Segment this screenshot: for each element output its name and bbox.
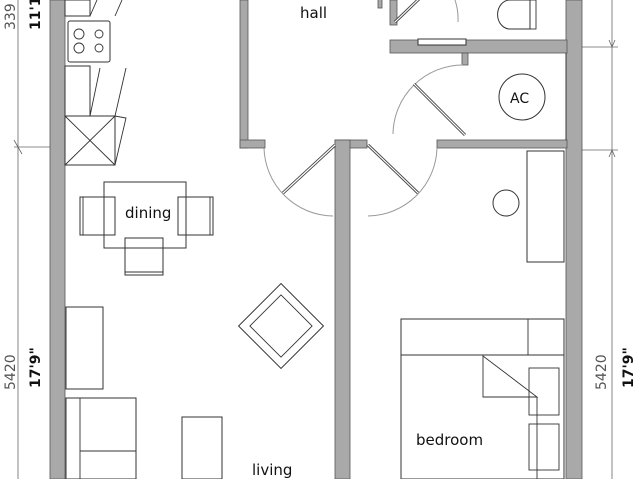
right-bottom-mm: 5420 xyxy=(594,354,610,390)
door-living xyxy=(263,143,337,217)
dining-set: dining xyxy=(79,181,214,276)
room-label-hall: hall xyxy=(300,4,327,22)
walls xyxy=(49,0,583,479)
ac-unit: AC xyxy=(498,53,567,140)
room-label-dining: dining xyxy=(125,204,171,222)
kitchen-counter xyxy=(64,0,127,166)
door-closet xyxy=(392,64,467,137)
right-dimension: 5420 17'9" xyxy=(575,0,637,479)
door-bathroom xyxy=(393,0,467,46)
left-bottom-mm: 5420 xyxy=(3,354,19,390)
door-bedroom xyxy=(366,143,438,217)
room-label-living: living xyxy=(252,461,292,479)
living-furniture: living xyxy=(65,282,325,479)
room-label-bedroom: bedroom xyxy=(416,431,483,449)
left-dimension: 339 11'1 5420 17'9" xyxy=(3,0,64,479)
ac-label: AC xyxy=(510,91,529,107)
toilet xyxy=(497,0,537,30)
right-bottom-ft: 17'9" xyxy=(621,347,637,388)
left-top-mm: 339 xyxy=(3,3,19,30)
left-bottom-ft: 17'9" xyxy=(28,347,44,388)
bedroom-furniture: bedroom xyxy=(400,150,565,479)
left-top-ft: 11'1 xyxy=(28,0,44,30)
stove xyxy=(67,20,111,63)
